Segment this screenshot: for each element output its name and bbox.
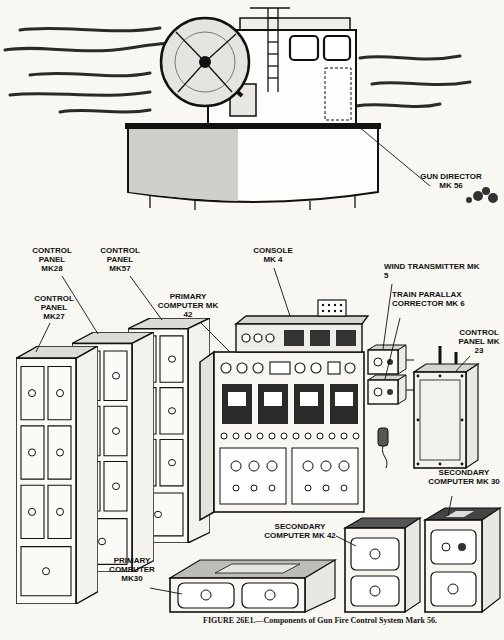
leader-line [130, 276, 162, 320]
window [290, 36, 318, 60]
leader-line [200, 322, 230, 352]
control-panel-cabinet [16, 346, 98, 604]
director-base [128, 128, 378, 202]
wall-units [368, 345, 414, 468]
streak [10, 92, 150, 95]
primary-computer [170, 560, 335, 612]
dish-ring [175, 32, 235, 92]
callout-label: TRAIN PARALLAX CORRECTOR MK 6 [392, 290, 472, 308]
secondary-computer [345, 518, 420, 612]
console [200, 300, 368, 520]
leader-line [358, 126, 430, 186]
callout-label: CONTROL PANEL MK27 [30, 294, 78, 321]
streak [356, 104, 440, 107]
streak [360, 56, 460, 59]
callout-label: CONSOLE MK 4 [248, 246, 298, 264]
dish-feed [199, 56, 211, 68]
callout-label: CONTROL PANEL MK 23 [456, 328, 502, 355]
streak [20, 28, 160, 31]
callout-label: PRIMARY COMPUTER MK30 [100, 556, 164, 583]
leader-line [274, 268, 290, 316]
leader-line [456, 356, 470, 371]
secondary-computer [425, 508, 500, 612]
radar-dish [161, 18, 249, 106]
leader-line [150, 588, 182, 594]
callout-label: SECONDARY COMPUTER MK 42 [262, 522, 338, 540]
streak [372, 82, 470, 85]
window [324, 36, 350, 60]
base-legs [150, 196, 355, 210]
ladder [250, 8, 290, 92]
callout-label: CONTROL PANEL MK28 [28, 246, 76, 273]
callout-label: CONTROL PANEL MK57 [96, 246, 144, 273]
callout-label: PRIMARY COMPUTER MK 42 [156, 292, 220, 319]
callout-label: GUN DIRECTOR MK 56 [420, 172, 482, 190]
streak [60, 110, 150, 112]
leader-line [448, 496, 452, 516]
leader-lines [36, 126, 470, 594]
callout-label: SECONDARY COMPUTER MK 30 [428, 468, 500, 486]
door [325, 68, 351, 120]
feed-struts [176, 32, 236, 92]
leader-line [62, 276, 98, 334]
leader-line [336, 536, 356, 546]
callout-label: WIND TRANSMITTER MK 5 [384, 262, 484, 280]
leader-line [385, 318, 400, 379]
smoke-puff [466, 187, 498, 203]
figure-caption: FIGURE 26E1.—Components of Gun Fire Cont… [150, 616, 490, 626]
telephone [378, 428, 388, 446]
leader-line [36, 323, 50, 352]
gun-director [125, 8, 381, 210]
base-shade [129, 129, 238, 201]
wall-control-panel [414, 346, 478, 468]
leader-line [383, 284, 392, 349]
cabin-roof [240, 18, 350, 30]
streak [30, 73, 150, 76]
